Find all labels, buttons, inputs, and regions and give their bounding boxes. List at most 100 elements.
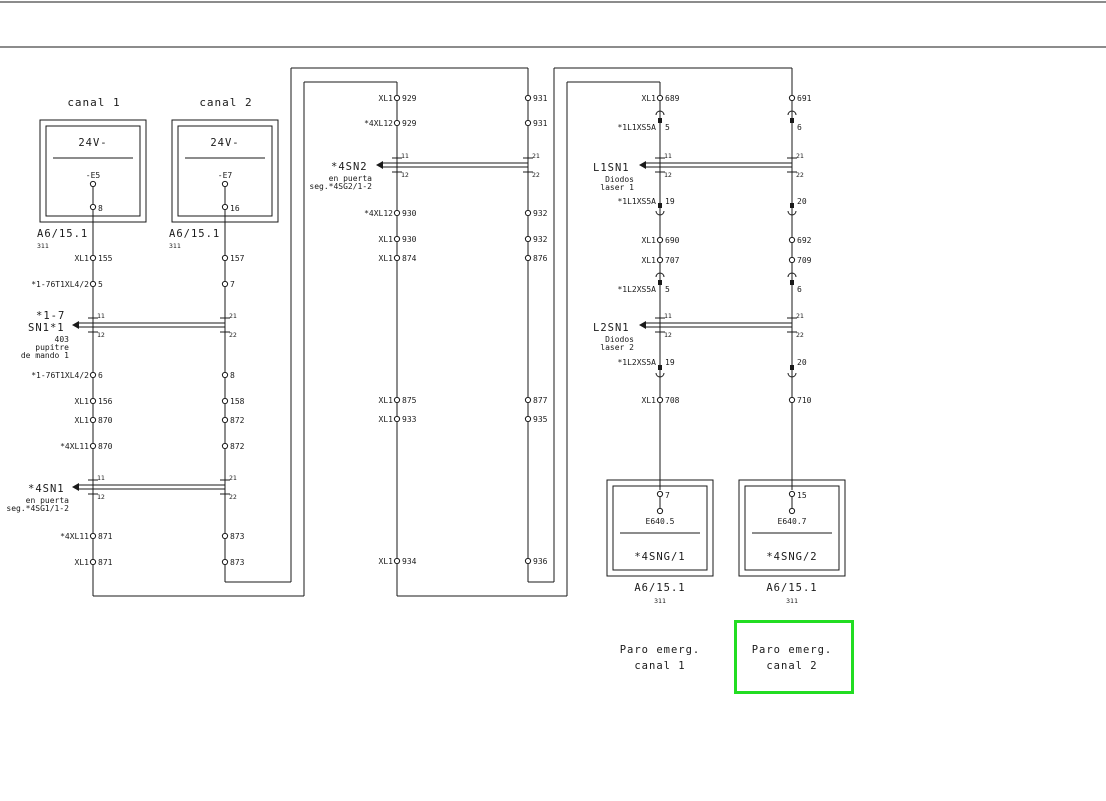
terminal: [656, 396, 664, 404]
column-4-terminals: 931 931 932 932 876 877 935 936: [524, 94, 548, 566]
label: Diodos: [605, 175, 634, 184]
footer-label-1-line1: Paro emerg.: [620, 644, 701, 656]
footer-labels: Paro emerg. canal 1 Paro emerg. canal 2: [620, 620, 854, 694]
label: 11: [664, 312, 672, 320]
sn4-2-tag: *4SN2: [331, 161, 368, 173]
label: 873: [230, 558, 245, 567]
label: 19: [665, 197, 675, 206]
label: 930: [402, 235, 417, 244]
label: 709: [797, 256, 812, 265]
label: 708: [665, 396, 680, 405]
label: XL1: [379, 254, 394, 263]
terminal: [788, 256, 796, 264]
label: 6: [797, 123, 802, 132]
label: *4XL12: [364, 209, 393, 218]
label: seg.*4SG2/1-2: [309, 182, 372, 191]
label: 929: [402, 119, 417, 128]
label: *1-76T1XL4/2: [31, 280, 89, 289]
label: 876: [533, 254, 548, 263]
label: 873: [230, 532, 245, 541]
column-1-terminals: XL1 155 *1-76T1XL4/2 5 *1-76T1XL4/2 6 XL…: [31, 203, 113, 567]
label: *1L1XS5A: [617, 197, 656, 206]
label: 935: [533, 415, 548, 424]
label: 11: [97, 312, 105, 320]
psu-2-sub-ref: 311: [169, 242, 181, 250]
label: 22: [229, 331, 237, 339]
label: pupitre: [35, 343, 69, 352]
label: 22: [532, 171, 540, 179]
label: 6: [797, 285, 802, 294]
label: Diodos: [605, 335, 634, 344]
label: 21: [532, 152, 540, 160]
psu-1-title: canal 1: [67, 96, 120, 109]
label: 15: [797, 491, 807, 500]
label: *1L1XS5A: [617, 123, 656, 132]
label: 21: [229, 312, 237, 320]
psu-2-page-ref: A6/15.1: [169, 228, 220, 240]
sn4-1-tag: *4SN1: [28, 483, 65, 495]
label: 156: [98, 397, 113, 406]
terminal: [221, 532, 229, 540]
terminal: [393, 94, 401, 102]
label: 932: [533, 235, 548, 244]
l1sn1-tag: L1SN1: [593, 162, 630, 174]
label: 22: [229, 493, 237, 501]
label: 936: [533, 557, 548, 566]
label: 931: [533, 94, 548, 103]
terminal: [656, 490, 664, 498]
label: en puerta: [329, 174, 373, 183]
laser-stop-l2sn1: L2SN1 11 12 21 22 Diodos laser 2: [593, 312, 804, 352]
column-6-terminals: 691 6 20 692 709 6 20 710: [787, 94, 812, 405]
sn1-tag: SN1*1: [28, 322, 65, 334]
label: *4XL12: [364, 119, 393, 128]
terminal: [393, 396, 401, 404]
terminal: [788, 94, 796, 102]
selection-highlight[interactable]: [734, 620, 854, 694]
label: 12: [97, 493, 105, 501]
terminal: [89, 280, 97, 288]
label: 20: [797, 197, 807, 206]
label: 19: [665, 358, 675, 367]
pushbutton-actuator-icon: [639, 321, 646, 329]
terminal: [221, 371, 229, 379]
label: XL1: [379, 557, 394, 566]
label: 403: [55, 335, 70, 344]
psu-1-ref: -E5: [86, 171, 101, 180]
label: 5: [665, 123, 670, 132]
label: 11: [401, 152, 409, 160]
label: 877: [533, 396, 548, 405]
label: 11: [664, 152, 672, 160]
psu-2-ref: -E7: [218, 171, 233, 180]
label: *1L2XS5A: [617, 285, 656, 294]
label: XL1: [642, 256, 657, 265]
label: 20: [797, 358, 807, 367]
label: XL1: [379, 396, 394, 405]
label: XL1: [379, 235, 394, 244]
label: XL1: [75, 254, 90, 263]
footer-label-1-line2: canal 1: [634, 660, 685, 672]
label: 11: [97, 474, 105, 482]
terminal: [524, 557, 532, 565]
label: 872: [230, 416, 245, 425]
label: 931: [533, 119, 548, 128]
plc-input-2: 15 E640.7 *4SNG/2 A6/15.1 311: [738, 479, 846, 605]
label: 875: [402, 396, 417, 405]
terminal: [221, 416, 229, 424]
label: *4XL11: [60, 532, 89, 541]
label: 710: [797, 396, 812, 405]
label: 157: [230, 254, 245, 263]
psu-1-voltage: 24V-: [78, 137, 107, 149]
psu-2-voltage: 24V-: [210, 137, 239, 149]
laser-stop-l1sn1: L1SN1 11 12 21 22 Diodos laser 1: [593, 152, 804, 192]
door-actuator-icon: [72, 483, 79, 491]
sn1-tag-top: *1-7: [36, 310, 65, 322]
terminal: [524, 119, 532, 127]
input-1-address: E640.5: [646, 517, 675, 526]
terminal: [788, 507, 796, 515]
label: XL1: [642, 94, 657, 103]
label: XL1: [642, 236, 657, 245]
terminal: [89, 532, 97, 540]
label: 872: [230, 442, 245, 451]
terminal: [393, 557, 401, 565]
plc-input-1: 7 E640.5 *4SNG/1 A6/15.1 311: [606, 479, 714, 605]
